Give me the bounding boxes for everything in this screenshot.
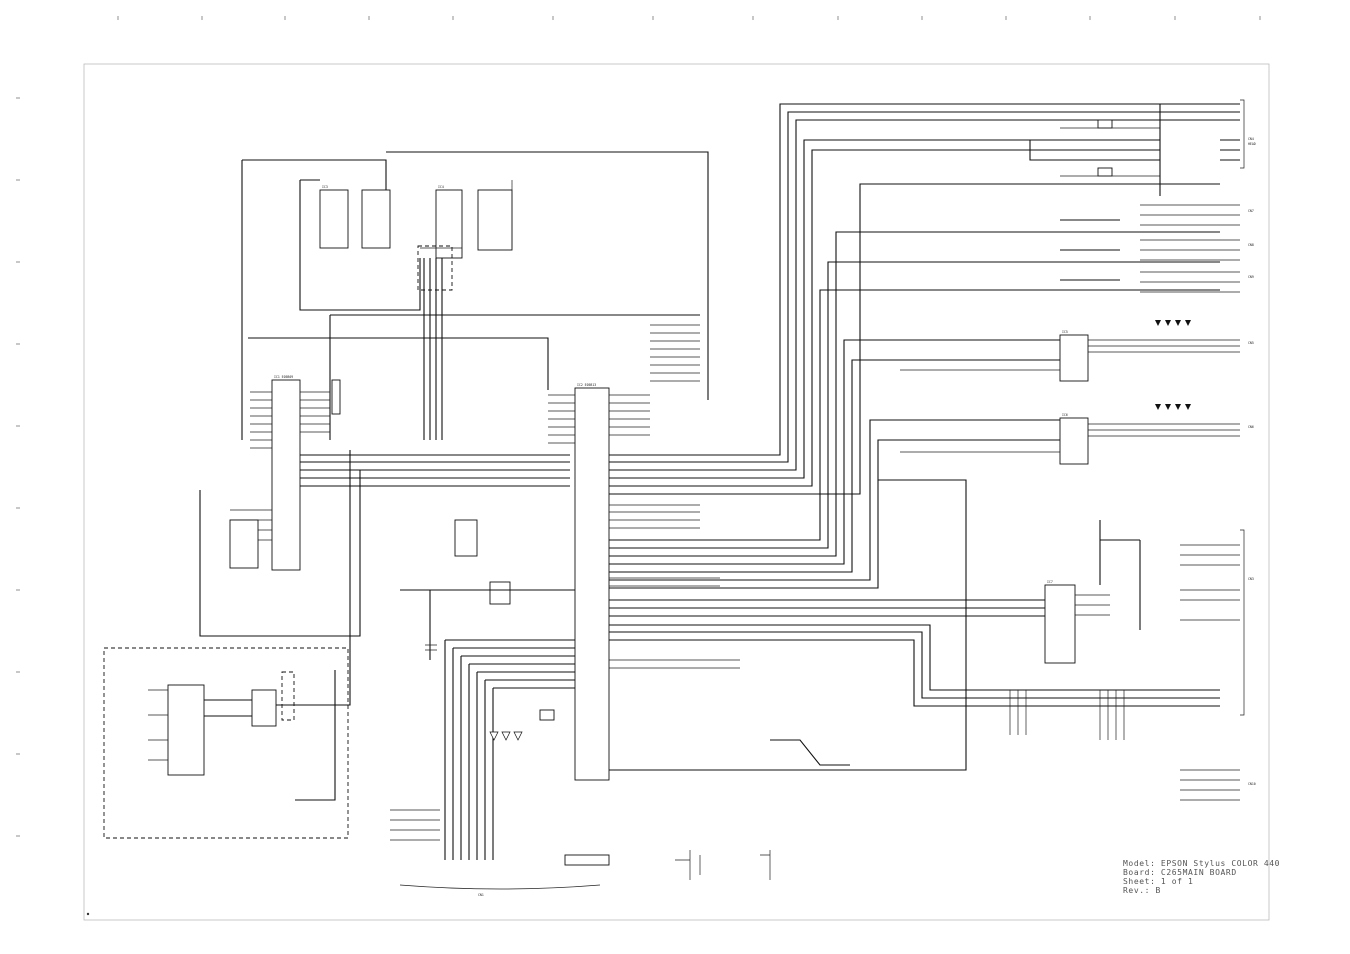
sensor-area: CN7 CN8 CN9 — [1060, 204, 1254, 293]
svg-text:IC1 E05B09: IC1 E05B09 — [274, 375, 293, 379]
svg-text:IC4: IC4 — [438, 185, 444, 189]
parallel-if-bus: CN1 — [390, 639, 610, 897]
svg-text:CN3: CN3 — [1248, 577, 1254, 581]
svg-text:CN9: CN9 — [1248, 275, 1254, 279]
ic1-gate-array: IC1 E05B09 — [199, 375, 570, 637]
svg-text:HEAD: HEAD — [1248, 142, 1256, 146]
title-rev: Rev.: B — [1123, 886, 1161, 895]
cn10-power: CN10 — [1180, 769, 1256, 801]
motor-drivers: IC5 IC6 CN5 CN6 — [900, 320, 1254, 465]
svg-text:CN1: CN1 — [478, 893, 484, 897]
svg-text:CN6: CN6 — [1248, 425, 1254, 429]
drawing-frame — [83, 63, 1270, 921]
title-model: Model: EPSON Stylus COLOR 440 — [1123, 859, 1280, 868]
title-board: Board: C265MAIN BOARD — [1123, 868, 1237, 877]
svg-text:CN8: CN8 — [1248, 243, 1254, 247]
svg-text:IC6: IC6 — [1062, 413, 1068, 417]
svg-text:IC2 E05B13: IC2 E05B13 — [577, 383, 596, 387]
misc-symbols — [675, 739, 850, 880]
svg-text:CN10: CN10 — [1248, 782, 1256, 786]
reset-circuit — [400, 519, 575, 721]
svg-text:CN4: CN4 — [1248, 137, 1254, 141]
serial-if-region — [103, 450, 351, 839]
title-sheet: Sheet: 1 of 1 — [1123, 877, 1193, 886]
title-block: Model: EPSON Stylus COLOR 440 Board: C26… — [1123, 859, 1280, 895]
border-ticks — [16, 16, 1261, 837]
svg-text:IC5: IC5 — [1062, 330, 1068, 334]
cn4-head-area: CN4 HEAD — [1029, 99, 1256, 196]
ic2-central-asic: IC2 E05B13 — [548, 103, 1220, 781]
corner-mark — [86, 912, 90, 916]
svg-text:CN7: CN7 — [1248, 209, 1254, 213]
svg-text:IC7: IC7 — [1047, 580, 1053, 584]
svg-text:IC3: IC3 — [322, 185, 328, 189]
svg-text:CN5: CN5 — [1248, 341, 1254, 345]
memory-block: IC3 IC4 — [241, 151, 709, 440]
ic7-head-driver: IC7 CN3 — [1009, 520, 1254, 740]
